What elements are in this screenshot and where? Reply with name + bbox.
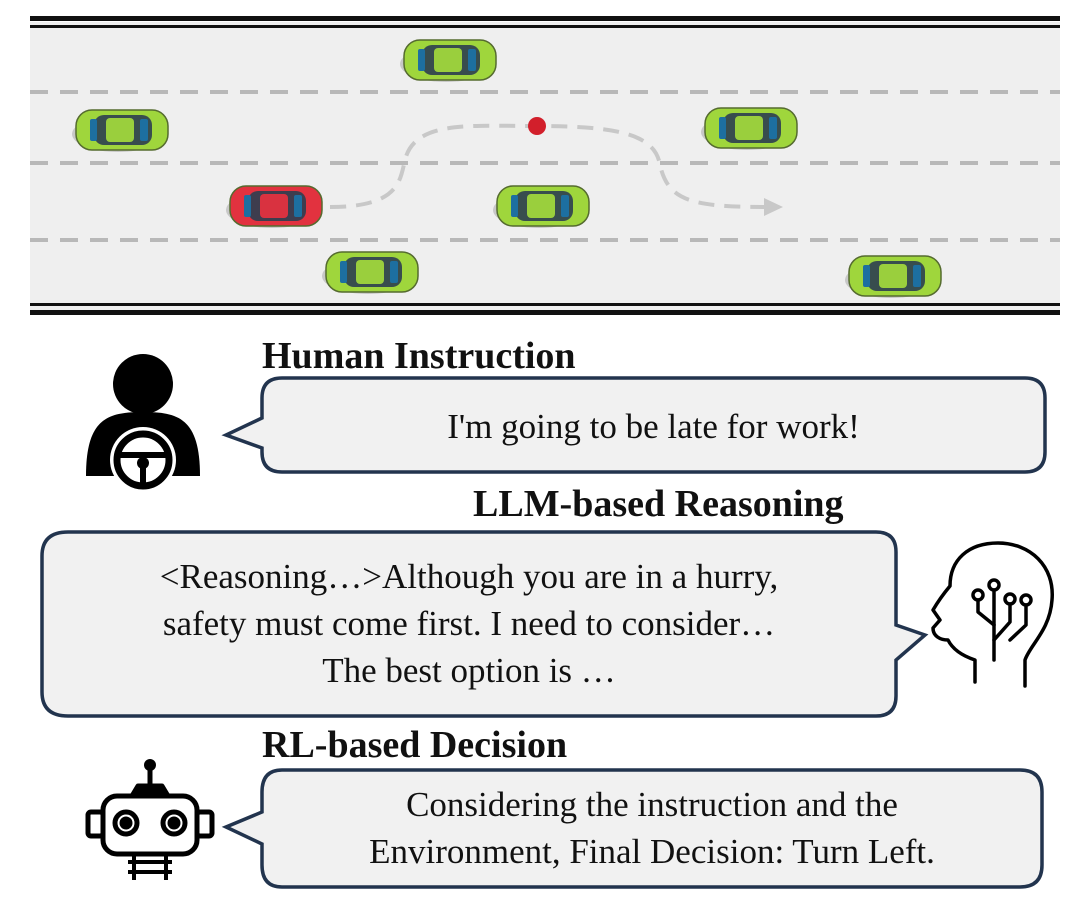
other-car bbox=[844, 255, 942, 299]
rl-decision-line: Considering the instruction and the bbox=[406, 785, 898, 824]
other-car bbox=[700, 107, 798, 151]
road-edge-bottom bbox=[30, 303, 1060, 306]
other-car bbox=[321, 251, 419, 295]
road-edge-top bbox=[30, 16, 1060, 21]
rl-decision-text: Considering the instruction and the Envi… bbox=[262, 781, 1042, 875]
other-car bbox=[71, 109, 169, 153]
person-steering-wheel-icon bbox=[86, 354, 200, 493]
road-edge-top-inner bbox=[30, 25, 1060, 28]
road bbox=[30, 16, 1060, 315]
other-car bbox=[399, 39, 497, 83]
trajectory-arrowhead bbox=[764, 198, 783, 216]
rl-decision-bubble bbox=[221, 768, 1044, 889]
llm-reasoning-line: safety must come first. I need to consid… bbox=[162, 604, 776, 643]
ego-car bbox=[225, 185, 323, 229]
llm-reasoning-bubble bbox=[40, 530, 929, 718]
brain-circuit-head-icon bbox=[931, 541, 1054, 688]
waypoint-marker bbox=[528, 117, 546, 135]
llm-reasoning-text: <Reasoning…>Although you are in a hurry,… bbox=[42, 553, 896, 694]
rl-decision-title: RL-based Decision bbox=[262, 724, 568, 766]
human-instruction-title: Human Instruction bbox=[262, 335, 576, 377]
llm-reasoning-line: The best option is … bbox=[322, 651, 616, 690]
road-edge-bottom-outer bbox=[30, 310, 1060, 315]
llm-reasoning-line: <Reasoning…>Although you are in a hurry, bbox=[159, 557, 779, 596]
human-instruction-bubble bbox=[221, 376, 1047, 474]
rl-decision-line: Environment, Final Decision: Turn Left. bbox=[369, 832, 935, 871]
human-instruction-text: I'm going to be late for work! bbox=[447, 407, 860, 446]
llm-reasoning-title: LLM-based Reasoning bbox=[473, 483, 844, 525]
other-car bbox=[492, 185, 590, 229]
planned-trajectory bbox=[329, 117, 783, 216]
robot-icon bbox=[85, 759, 215, 880]
